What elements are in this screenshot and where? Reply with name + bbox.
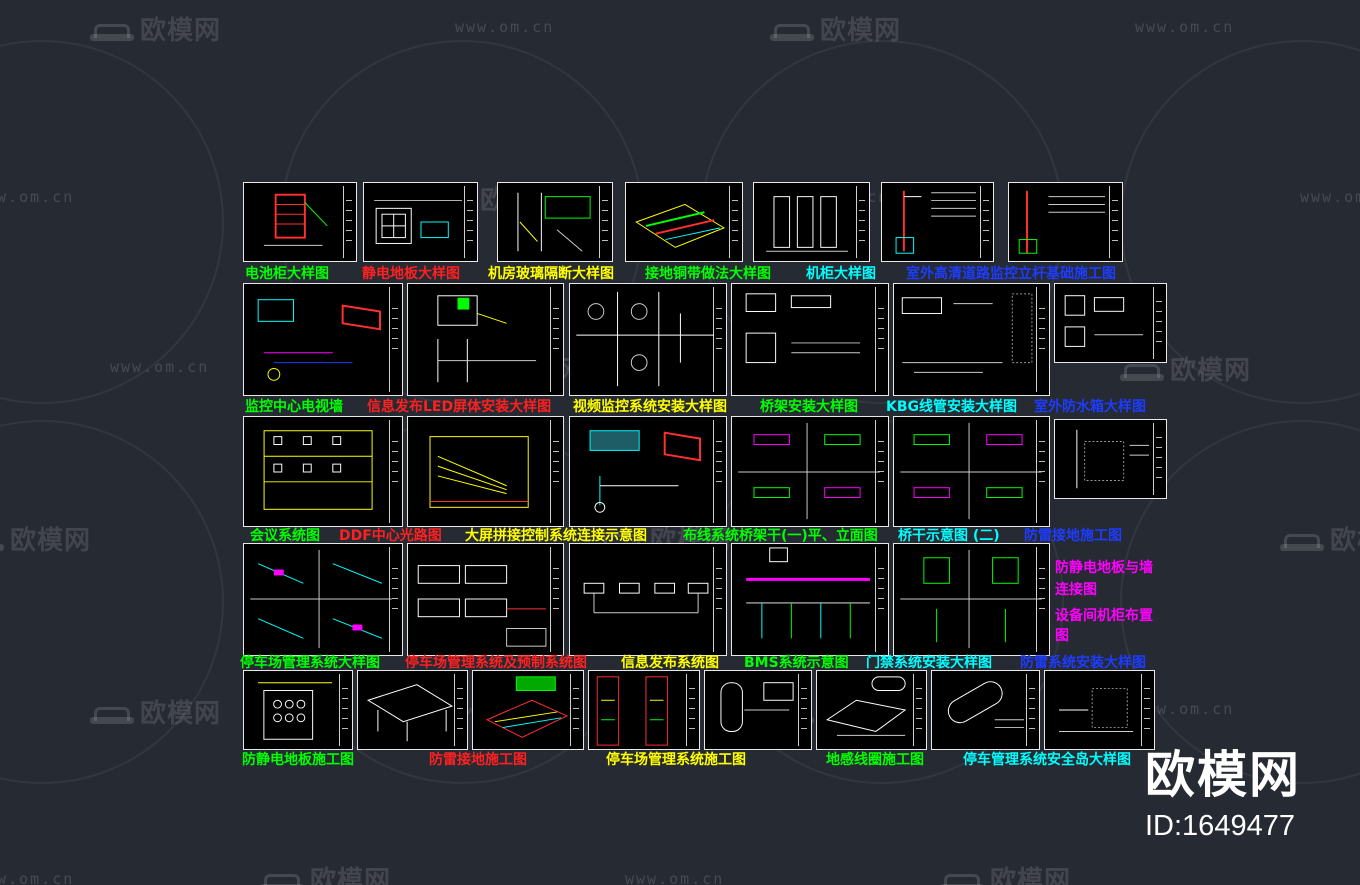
drawing-caption: 停车管理系统安全岛大样图: [963, 752, 1131, 768]
watermark-url: www.om.cn: [1135, 18, 1235, 36]
drawing-sheet[interactable]: [569, 543, 727, 656]
drawing-caption: 会议系统图: [250, 528, 320, 544]
drawing-caption: 停车场管理系统及预制系统图: [405, 655, 587, 671]
drawing-sheet[interactable]: [816, 670, 927, 750]
drawing-sheet[interactable]: [893, 283, 1050, 396]
drawing-sheet[interactable]: [588, 670, 700, 750]
drawing-sheet[interactable]: [1008, 182, 1123, 262]
watermark-url: www.om.cn: [110, 358, 210, 376]
watermark-brand: 欧模网: [0, 520, 91, 557]
drawing-caption: 接地铜带做法大样图: [645, 266, 771, 282]
drawing-caption: KBG线管安装大样图: [886, 399, 1018, 415]
watermark-url: www.om.cn: [455, 18, 555, 36]
drawing-sheet[interactable]: [704, 670, 812, 750]
drawing-caption: 防雷系统安装大样图: [1020, 655, 1146, 671]
drawing-sheet[interactable]: [357, 670, 468, 750]
sofa-logo-icon: [0, 531, 4, 553]
drawing-sheet[interactable]: [243, 543, 403, 656]
drawing-caption: 桥干示意图 (二): [898, 528, 1000, 544]
drawing-sheet[interactable]: [243, 416, 403, 527]
drawing-sheet[interactable]: [407, 283, 564, 396]
drawing-sheet[interactable]: [569, 283, 727, 396]
drawing-sheet[interactable]: [243, 670, 353, 750]
watermark-brand: 欧模网: [90, 693, 221, 730]
drawing-caption: 停车场管理系统大样图: [240, 655, 380, 671]
drawing-caption: 防雷接地施工图: [1024, 528, 1122, 544]
watermark-brand: 欧模网: [90, 10, 221, 47]
drawing-sheet[interactable]: [625, 182, 743, 262]
drawing-caption: 监控中心电视墙: [245, 399, 343, 415]
watermark-url: www.om.cn: [1135, 700, 1235, 718]
drawing-caption: 室外防水箱大样图: [1034, 399, 1146, 415]
drawing-sheet[interactable]: [407, 416, 564, 527]
sofa-logo-icon: [1120, 361, 1164, 383]
drawing-sheet[interactable]: [731, 543, 889, 656]
watermark-brand: 欧模网: [260, 860, 391, 885]
drawing-sheet[interactable]: [497, 182, 613, 262]
drawing-caption: 桥架安装大样图: [760, 399, 858, 415]
drawing-caption: 门禁系统安装大样图: [866, 655, 992, 671]
drawing-caption: 防雷接地施工图: [429, 752, 527, 768]
sofa-logo-icon: [770, 21, 814, 43]
drawing-caption: 室外高清道路监控立杆基础施工图: [906, 266, 1116, 282]
watermark-arc: [0, 40, 224, 404]
drawing-caption: 防静电地板施工图: [242, 752, 354, 768]
drawing-sheet[interactable]: [893, 543, 1050, 656]
drawing-sheet[interactable]: [893, 416, 1050, 527]
drawing-sheet[interactable]: [731, 283, 889, 396]
drawing-caption: 静电地板大样图: [362, 266, 460, 282]
drawing-sheet[interactable]: [881, 182, 994, 262]
sofa-logo-icon: [90, 21, 134, 43]
drawing-caption: 图: [1055, 628, 1069, 644]
drawing-sheet[interactable]: [243, 283, 403, 396]
watermark-brand: 欧模网: [1120, 350, 1251, 387]
drawing-sheet[interactable]: [569, 416, 727, 527]
sofa-logo-icon: [90, 704, 134, 726]
drawing-caption: DDF中心光路图: [339, 528, 442, 544]
drawing-caption: 连接图: [1055, 582, 1097, 598]
watermark-brand: 欧模网: [770, 10, 901, 47]
drawing-sheet[interactable]: [931, 670, 1040, 750]
watermark-url: www.om.cn: [625, 870, 725, 885]
drawing-caption: 信息发布LED屏体安装大样图: [367, 399, 552, 415]
drawing-sheet[interactable]: [1054, 283, 1167, 363]
drawing-sheet[interactable]: [753, 182, 870, 262]
drawing-caption: 停车场管理系统施工图: [606, 752, 746, 768]
drawing-sheet[interactable]: [472, 670, 584, 750]
watermark-url: www.om.cn: [0, 188, 75, 206]
drawing-caption: 地感线圈施工图: [826, 752, 924, 768]
drawing-caption: 电池柜大样图: [245, 266, 329, 282]
model-id-label: ID:1649477: [1145, 810, 1295, 842]
drawing-sheet[interactable]: [731, 416, 889, 527]
drawing-caption: 布线系统桥架干(一)平、立面图: [683, 528, 878, 544]
drawing-caption: 大屏拼接控制系统连接示意图: [465, 528, 647, 544]
sofa-logo-icon: [1280, 531, 1324, 553]
sofa-logo-icon: [260, 871, 304, 885]
brand-logo: 欧模网: [1145, 746, 1301, 804]
drawing-sheet[interactable]: [243, 182, 357, 262]
drawing-caption: BMS系统示意图: [744, 655, 849, 671]
drawing-caption: 设备间机柜布置: [1055, 608, 1153, 624]
drawing-sheet[interactable]: [407, 543, 564, 656]
drawing-caption: 机柜大样图: [806, 266, 876, 282]
drawing-sheet[interactable]: [1044, 670, 1155, 750]
watermark-url: www.om.cn: [1300, 188, 1360, 206]
drawing-sheet[interactable]: [363, 182, 478, 262]
watermark-brand: 欧模网: [1280, 520, 1360, 557]
drawing-caption: 信息发布系统图: [621, 655, 719, 671]
watermark-url: www.om.cn: [0, 870, 75, 885]
drawing-caption: 机房玻璃隔断大样图: [488, 266, 614, 282]
drawing-caption: 防静电地板与墙: [1055, 560, 1153, 576]
drawing-sheet[interactable]: [1054, 419, 1167, 499]
sofa-logo-icon: [940, 871, 984, 885]
drawing-caption: 视频监控系统安装大样图: [573, 399, 727, 415]
watermark-brand: 欧模网: [940, 860, 1071, 885]
